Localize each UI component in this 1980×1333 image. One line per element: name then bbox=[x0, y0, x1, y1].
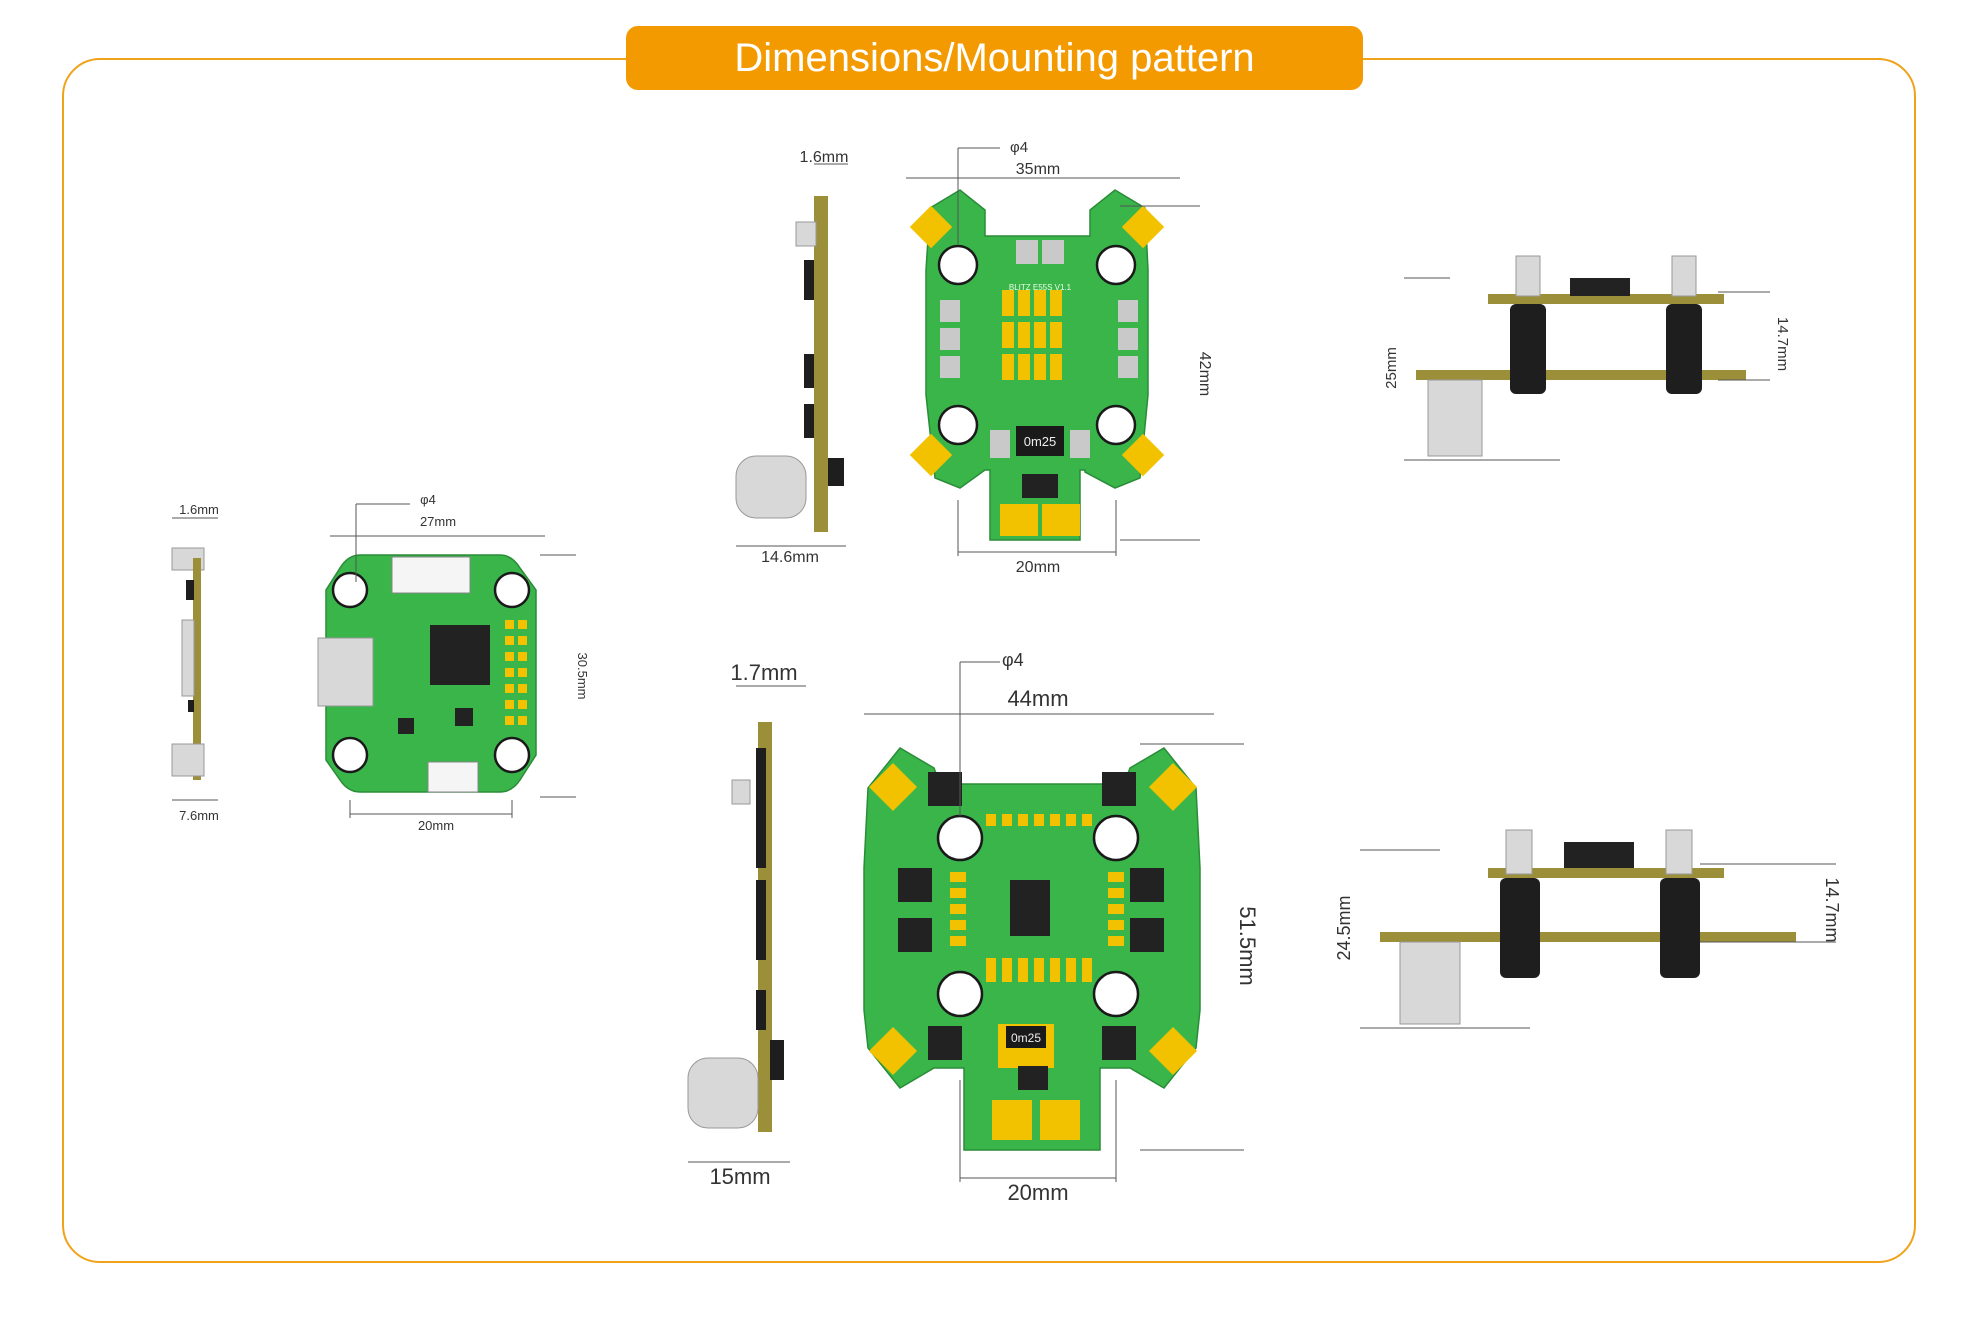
esc44-height-label: 51.5mm bbox=[1235, 906, 1260, 985]
esc35-hole-label: φ4 bbox=[1010, 139, 1028, 156]
esc35-stack-view bbox=[1404, 255, 1770, 461]
esc35-side-view bbox=[735, 163, 848, 547]
esc44-stack-gap-label: 14.7mm bbox=[1822, 877, 1842, 942]
esc44-width-label: 44mm bbox=[1007, 686, 1068, 711]
esc35-silk-label: BLITZ E55S V1.1 bbox=[1009, 283, 1072, 292]
esc35-board-top bbox=[906, 147, 1200, 556]
fc-height-label: 30.5mm bbox=[575, 653, 590, 700]
esc44-side-view bbox=[687, 685, 806, 1163]
fc-width-label: 27mm bbox=[420, 514, 456, 529]
esc35-resistor-label: 0m25 bbox=[1024, 434, 1057, 449]
fc-hole-label: φ4 bbox=[420, 492, 436, 507]
esc44-resistor-label: 0m25 bbox=[1011, 1031, 1041, 1045]
esc35-stack-total-label: 25mm bbox=[1383, 347, 1400, 389]
esc44-board-top bbox=[863, 661, 1244, 1182]
esc44-hole-label: φ4 bbox=[1002, 650, 1024, 670]
esc35-stack-gap-label: 14.7mm bbox=[1774, 317, 1791, 371]
esc44-stack-total-label: 24.5mm bbox=[1334, 895, 1354, 960]
esc35-side-height-label: 14.6mm bbox=[761, 549, 819, 566]
esc44-mount-label: 20mm bbox=[1007, 1180, 1068, 1205]
fc-mount-label: 20mm bbox=[418, 818, 454, 833]
esc35-height-label: 42mm bbox=[1196, 352, 1213, 396]
fc-side-view bbox=[171, 517, 218, 801]
fc-board-top bbox=[317, 503, 576, 818]
fc-side-thickness-label: 1.6mm bbox=[179, 502, 219, 517]
esc44-stack-view bbox=[1360, 829, 1836, 1029]
esc44-side-height-label: 15mm bbox=[709, 1164, 770, 1189]
page-title: Dimensions/Mounting pattern bbox=[626, 26, 1363, 90]
fc-side-height-label: 7.6mm bbox=[179, 808, 219, 823]
esc35-mount-label: 20mm bbox=[1016, 559, 1060, 576]
esc44-side-thickness-label: 1.7mm bbox=[730, 660, 797, 685]
esc35-side-thickness-label: 1.6mm bbox=[800, 149, 849, 166]
esc35-width-label: 35mm bbox=[1016, 161, 1060, 178]
